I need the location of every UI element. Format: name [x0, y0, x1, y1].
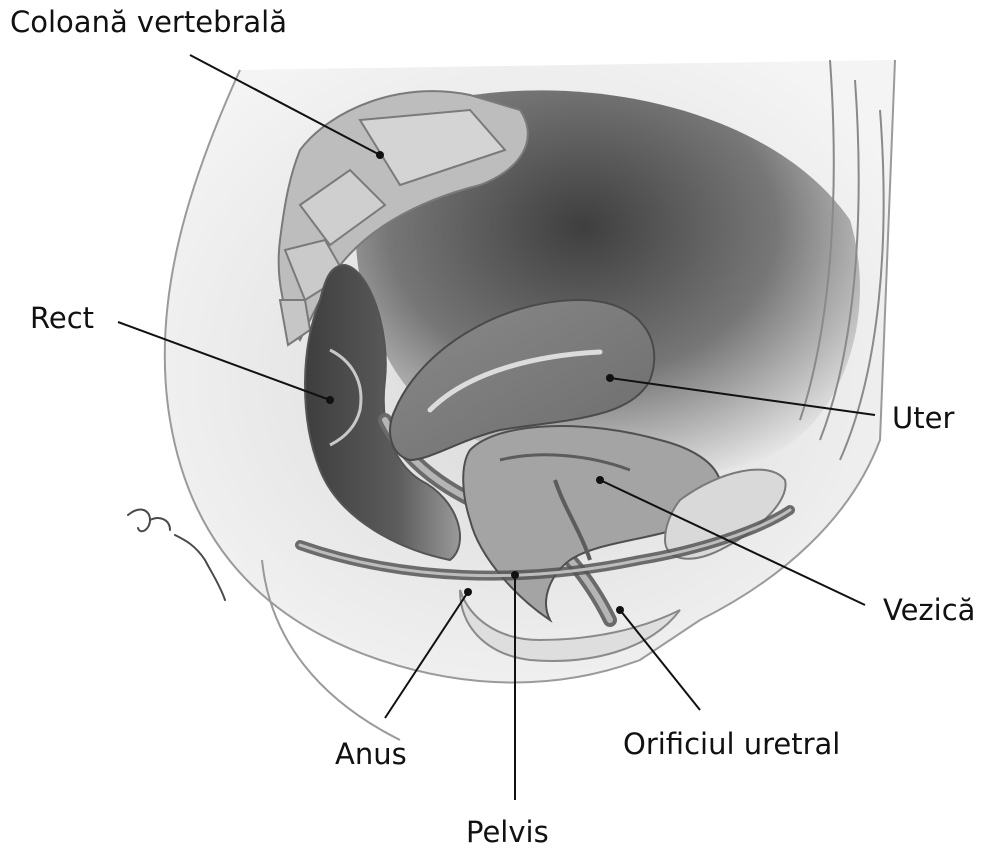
label-spine: Coloană vertebrală: [10, 8, 287, 37]
label-anus: Anus: [335, 740, 407, 769]
leader-dot-anus: [464, 588, 472, 596]
label-uterus: Uter: [892, 404, 954, 433]
leader-dot-rectum: [326, 396, 334, 404]
leader-dot-uterus: [606, 374, 614, 382]
leader-dot-bladder: [596, 476, 604, 484]
label-rectum: Rect: [30, 304, 94, 333]
leader-dot-spine: [376, 151, 384, 159]
leader-dot-pelvis: [511, 571, 519, 579]
label-urethral-opening: Orificiul uretral: [623, 730, 840, 759]
label-bladder: Vezică: [883, 596, 975, 625]
leader-dot-urethra: [616, 606, 624, 614]
label-pelvis: Pelvis: [466, 818, 549, 847]
